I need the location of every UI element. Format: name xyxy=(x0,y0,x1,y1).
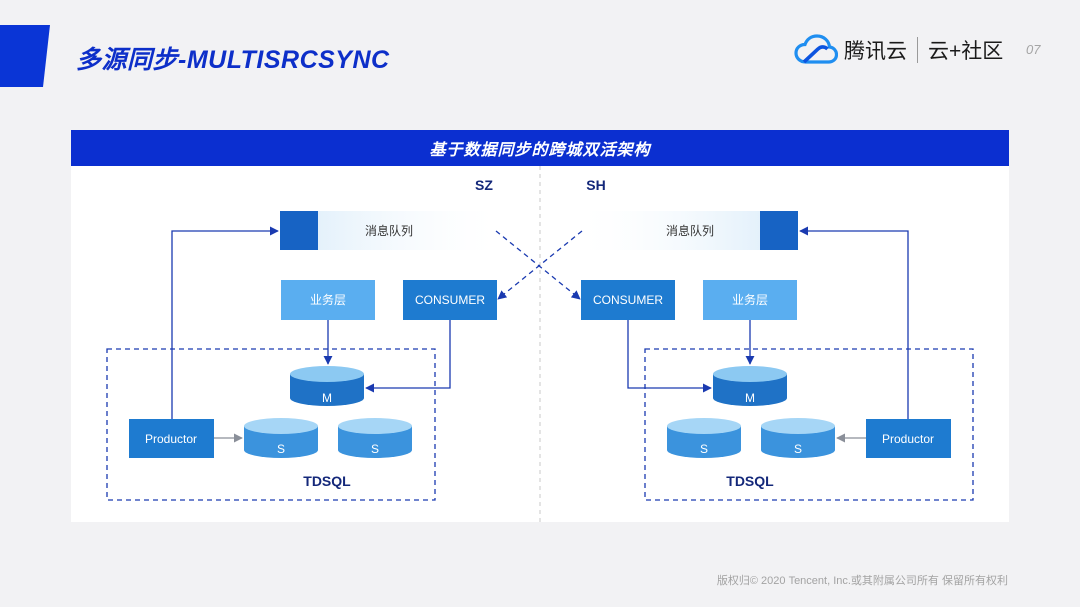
tdsql-label-right: TDSQL xyxy=(726,473,774,489)
slave-db-label-right-2: S xyxy=(794,442,802,456)
page-number: 07 xyxy=(1026,42,1041,57)
arrow-sh-queue-to-sz-consumer xyxy=(497,230,583,300)
message-queue-label-left: 消息队列 xyxy=(365,223,413,238)
arrow-producer-to-queue-right xyxy=(799,226,909,419)
business-layer-box-right xyxy=(703,280,797,320)
producer-label-right: Productor xyxy=(882,432,934,446)
master-db-label-left: M xyxy=(322,391,332,405)
arrow-consumer-to-master-left xyxy=(365,320,451,393)
master-db-label-right: M xyxy=(745,391,755,405)
producer-box-left xyxy=(129,419,214,458)
business-layer-label-right: 业务层 xyxy=(732,292,768,307)
message-queue-bar-left xyxy=(318,211,496,250)
site-label-sh: SH xyxy=(586,177,605,193)
business-layer-label-left: 业务层 xyxy=(310,292,346,307)
diagram-title: 基于数据同步的跨城双活架构 xyxy=(71,130,1009,166)
master-db-left xyxy=(290,366,364,406)
community-name: 云+社区 xyxy=(928,40,1004,63)
title-accent-bar xyxy=(0,25,50,87)
message-queue-block-left xyxy=(280,211,318,250)
brand-name: 腾讯云 xyxy=(844,40,907,63)
tdsql-cluster-right xyxy=(644,348,974,501)
slave-db-label-left-2: S xyxy=(371,442,379,456)
slave-db-right-2 xyxy=(761,418,835,458)
slave-db-label-left-1: S xyxy=(277,442,285,456)
consumer-label-left: CONSUMER xyxy=(415,293,485,307)
slave-db-left-1 xyxy=(244,418,318,458)
brand-divider xyxy=(917,37,918,63)
arrow-consumer-to-master-right xyxy=(627,320,712,393)
slave-db-left-2 xyxy=(338,418,412,458)
slide-title: 多源同步-MULTISRCSYNC xyxy=(76,46,390,74)
business-layer-box-left xyxy=(281,280,375,320)
copyright-footer: 版权归© 2020 Tencent, Inc.或其附属公司所有 保留所有权利 xyxy=(716,575,1008,587)
consumer-box-left xyxy=(403,280,497,320)
site-label-sz: SZ xyxy=(475,177,493,193)
producer-box-right xyxy=(866,419,951,458)
arrow-producer-to-queue-left xyxy=(171,226,279,419)
master-db-right xyxy=(713,366,787,406)
slave-db-label-right-1: S xyxy=(700,442,708,456)
slave-db-right-1 xyxy=(667,418,741,458)
message-queue-label-right: 消息队列 xyxy=(666,223,714,238)
tdsql-label-left: TDSQL xyxy=(303,473,351,489)
message-queue-block-right xyxy=(760,211,798,250)
message-queue-bar-right xyxy=(582,211,760,250)
brand-header: 腾讯云 云+社区 xyxy=(794,30,1003,70)
arrow-sz-queue-to-sh-consumer xyxy=(495,230,581,300)
consumer-box-right xyxy=(581,280,675,320)
tencent-cloud-logo-icon xyxy=(794,34,838,64)
tdsql-cluster-left xyxy=(106,348,436,501)
producer-label-left: Productor xyxy=(145,432,197,446)
consumer-label-right: CONSUMER xyxy=(593,293,663,307)
